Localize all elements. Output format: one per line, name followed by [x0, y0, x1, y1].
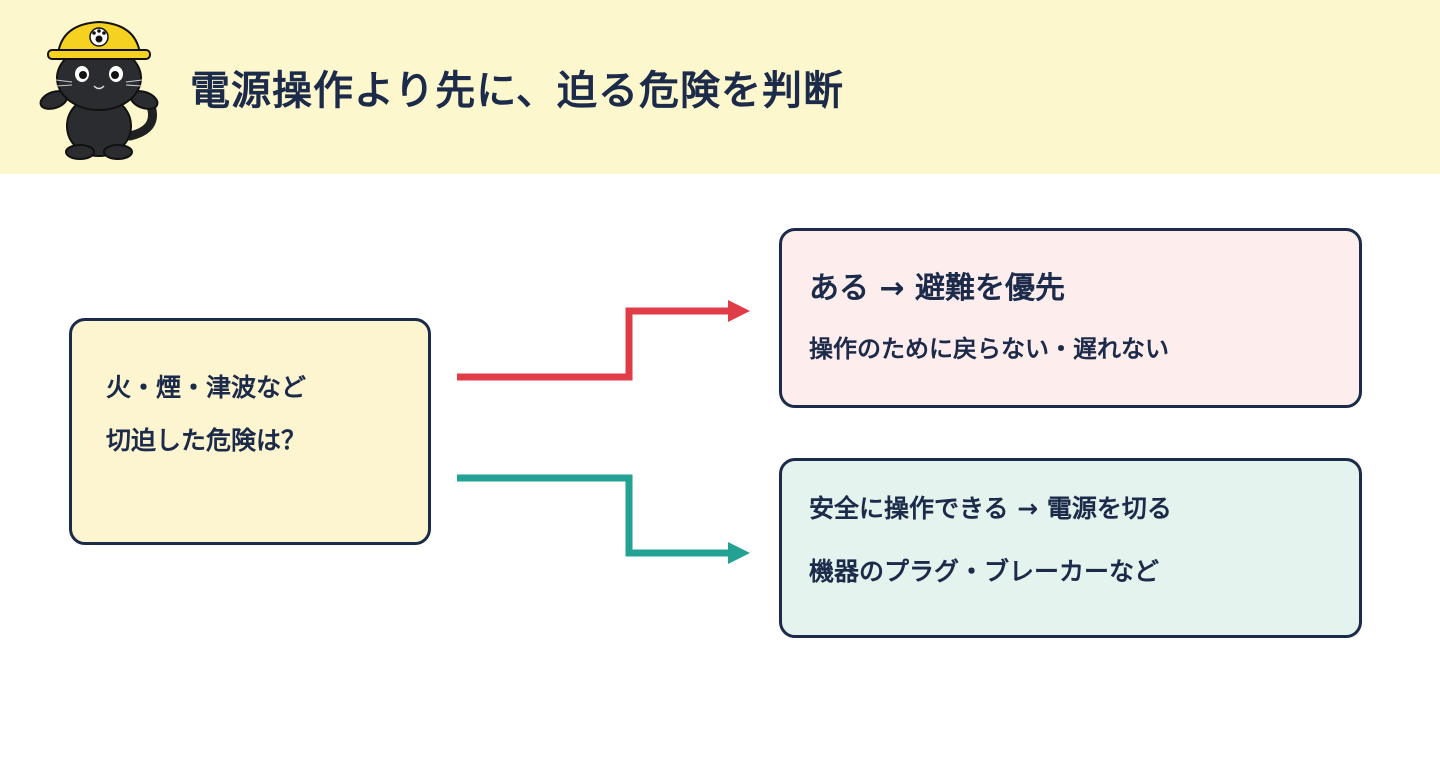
question-line-2: 切迫した危険は？: [106, 426, 307, 455]
danger-outcome-note: 操作のために戻らない・遅れない: [809, 335, 1169, 363]
safe-connector-arrow: [457, 474, 732, 557]
danger-connector-arrow: [457, 307, 732, 381]
header-banner: 電源操作より先に、迫る危険を判断: [0, 0, 1440, 174]
question-line-1: 火・煙・津波など: [106, 373, 307, 402]
danger-outcome-box: [779, 228, 1362, 408]
danger-arrowhead-icon: [728, 300, 750, 322]
safe-outcome-box: [779, 458, 1362, 638]
question-box: [69, 318, 431, 545]
danger-outcome-title: ある → 避難を優先: [809, 271, 1066, 306]
black-cat-hardhat-mascot-icon: [39, 20, 159, 160]
safe-outcome-title: 安全に操作できる → 電源を切る: [809, 494, 1172, 523]
page-title: 電源操作より先に、迫る危険を判断: [190, 68, 844, 114]
safe-arrowhead-icon: [728, 542, 750, 564]
safe-outcome-note: 機器のプラグ・ブレーカーなど: [809, 557, 1160, 586]
